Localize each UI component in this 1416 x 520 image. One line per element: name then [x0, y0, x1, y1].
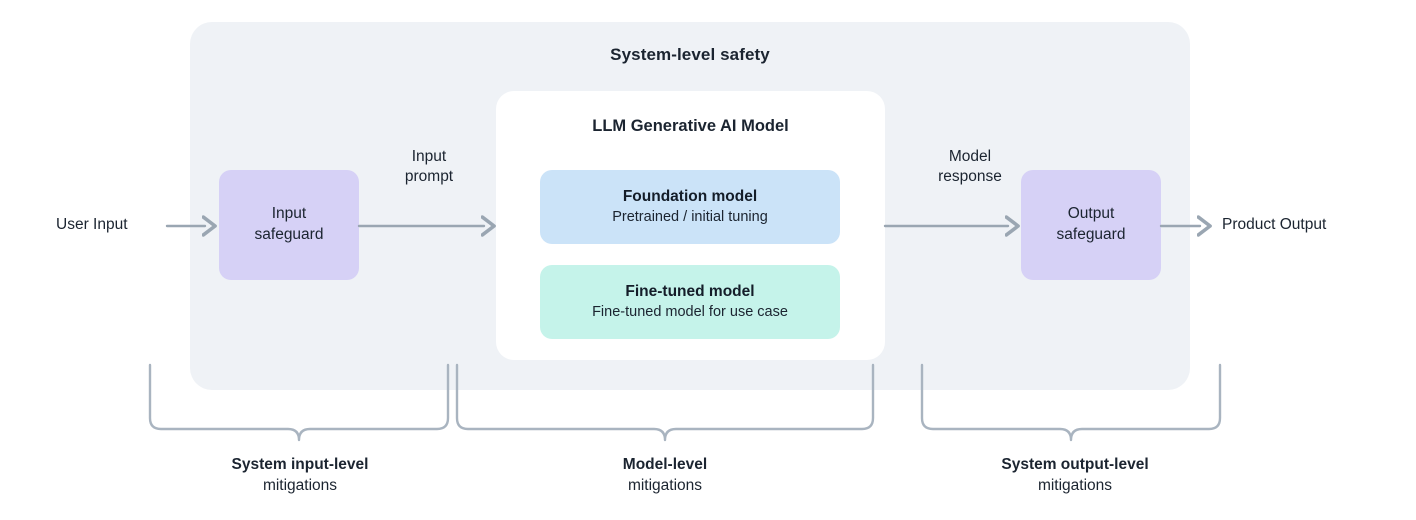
- input-safeguard-label: Input safeguard: [255, 204, 324, 246]
- fine-tuned-model-box: Fine-tuned model Fine-tuned model for us…: [540, 265, 840, 339]
- foundation-model-subtitle: Pretrained / initial tuning: [612, 209, 768, 226]
- caption-model-level: Model-level mitigations: [540, 455, 790, 497]
- foundation-model-box: Foundation model Pretrained / initial tu…: [540, 170, 840, 244]
- output-safeguard-line1: Output: [1067, 205, 1115, 223]
- fine-tuned-model-title: Fine-tuned model: [625, 282, 755, 300]
- output-safeguard-box: Output safeguard: [1021, 170, 1161, 280]
- product-output-label: Product Output: [1222, 216, 1327, 233]
- input-safeguard-line2: safeguard: [254, 226, 324, 243]
- fine-tuned-model-subtitle: Fine-tuned model for use case: [592, 304, 788, 321]
- input-prompt-line2: prompt: [404, 168, 454, 186]
- foundation-model-title: Foundation model: [622, 187, 758, 205]
- output-safeguard-label: Output safeguard: [1057, 204, 1126, 246]
- caption-model-level-title: Model-level: [622, 456, 708, 473]
- caption-system-input-level: System input-level mitigations: [155, 455, 445, 497]
- model-response-line1: Model: [948, 148, 992, 165]
- caption-system-output-level-subtitle: mitigations: [1037, 476, 1113, 494]
- caption-system-output-level-title: System output-level: [1001, 456, 1149, 473]
- input-prompt-line1: Input: [411, 148, 447, 165]
- output-safeguard-line2: safeguard: [1056, 226, 1126, 243]
- model-response-line2: response: [938, 168, 1002, 186]
- user-input-label: User Input: [56, 216, 128, 233]
- caption-system-input-level-title: System input-level: [231, 456, 369, 473]
- input-safeguard-line1: Input: [271, 205, 307, 223]
- model-response-label: Model response: [900, 147, 1040, 187]
- input-prompt-label: Input prompt: [374, 147, 484, 187]
- system-level-title: System-level safety: [610, 45, 770, 64]
- caption-system-output-level: System output-level mitigations: [930, 455, 1220, 497]
- caption-system-input-level-subtitle: mitigations: [262, 476, 338, 494]
- llm-model-card-title: LLM Generative AI Model: [592, 117, 789, 135]
- caption-model-level-subtitle: mitigations: [627, 476, 703, 494]
- input-safeguard-box: Input safeguard: [219, 170, 359, 280]
